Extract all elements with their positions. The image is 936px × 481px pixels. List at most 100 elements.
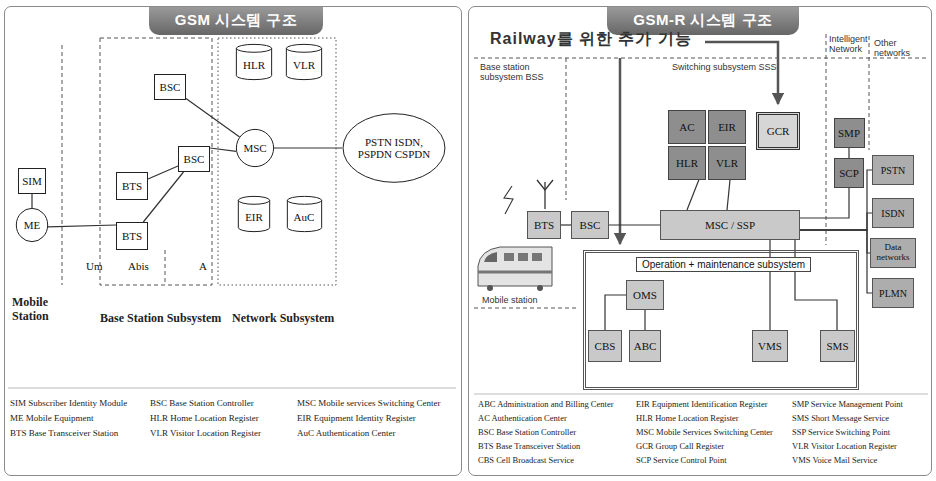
connector <box>800 213 872 230</box>
connector <box>143 172 183 222</box>
label-slot: HLR Home Location Register <box>636 414 739 424</box>
abbreviation-text: VLR Visitor Location Register <box>792 442 897 452</box>
connector <box>800 188 849 218</box>
node-label: VMS <box>758 340 782 352</box>
equipment-box: OMS <box>626 280 664 310</box>
node-label: AuC <box>294 211 315 223</box>
equipment-box: SMS <box>820 330 855 362</box>
label-slot: MSC Mobile services Switching Center <box>297 398 441 408</box>
external-network-box: ISDN <box>872 198 914 228</box>
label-slot: Railway를 위한 추가 기능 <box>490 30 692 48</box>
node-label: GCR <box>767 125 790 137</box>
node-label: SCP <box>839 167 859 179</box>
node-label: EIR <box>245 211 263 223</box>
network-element: BTS <box>116 172 148 200</box>
label-slot: Um <box>86 260 103 273</box>
label-slot: Base Station Subsystem <box>100 312 221 326</box>
abbreviation-text: BTS Base Transceiver Station <box>478 442 580 452</box>
abbreviation-text: VLR Visitor Location Register <box>150 428 261 438</box>
node-label: OMS <box>633 289 657 301</box>
outline <box>343 114 445 183</box>
connector <box>644 310 645 330</box>
label-slot: ME Mobile Equipment <box>10 413 94 423</box>
abbreviation-text: ABC Administration and Billing Center <box>478 400 614 410</box>
nss-region <box>218 38 336 285</box>
abbreviation-text: AC Authentication Center <box>478 414 567 424</box>
abbreviation-text: MSC Mobile Services Switching Center <box>636 428 773 438</box>
node-label: SIM <box>22 175 42 187</box>
label-slot: BTS Base Transceiver Station <box>478 442 580 452</box>
label-slot: GCR Group Call Register <box>636 442 724 452</box>
network-element: VLR <box>286 44 322 80</box>
label-slot: Mobile station <box>482 295 538 305</box>
region-label: Base station subsystem BSS <box>480 62 554 83</box>
label-slot: SSP Service Switching Point <box>792 428 890 438</box>
abbreviation-text: SMP Service Management Point <box>792 400 903 410</box>
outline <box>286 48 321 52</box>
connector <box>727 180 730 210</box>
abbreviation-text: SMS Short Message Service <box>792 414 889 424</box>
connector <box>605 295 626 330</box>
label-slot: BTS Base Transceiver Station <box>10 428 118 438</box>
node-label: ABC <box>634 340 657 352</box>
equipment-box: ABC <box>629 330 661 362</box>
external-network-box: Data networks <box>870 238 916 268</box>
label-slot: EIR Equipment Identity Register <box>297 413 416 423</box>
abbreviation-text: CBS Cell Broadcast Service <box>478 456 574 466</box>
connector <box>769 240 770 330</box>
region-label: Other networks <box>874 38 928 59</box>
label-slot: Base station subsystem BSS <box>480 62 554 83</box>
connector <box>687 180 699 210</box>
abbreviation-text: HLR Home Location Register <box>150 413 259 423</box>
equipment-box: MSC / SSP <box>660 210 800 240</box>
node-label: BSC <box>580 219 601 231</box>
region-label: Um <box>86 260 103 273</box>
subsystem-title: Operation + maintenance subsystem <box>636 257 811 272</box>
abbreviation-text: SIM Subscriber Identity Module <box>10 398 127 408</box>
outline <box>238 196 269 231</box>
region-label: Switching subsystem SSS <box>672 62 777 72</box>
region-divider <box>869 36 870 150</box>
label-slot: VLR Visitor Location Register <box>792 442 897 452</box>
region-label: Network Subsystem <box>232 312 334 326</box>
label-slot: BSC Base Station Controller <box>150 398 254 408</box>
abbreviation-text: BSC Base Station Controller <box>478 428 576 438</box>
region-label: Mobile Station <box>12 296 62 324</box>
register-box: SCP <box>834 158 864 188</box>
node-label: PSTN <box>881 165 905 176</box>
network-element: AuC <box>287 196 322 232</box>
abbreviation-text: SSP Service Switching Point <box>792 428 890 438</box>
label-slot: A <box>199 260 207 273</box>
abbreviation-text: EIR Equipment Identity Register <box>297 413 416 423</box>
region-divider <box>474 308 578 309</box>
equipment-box: BTS <box>527 211 561 239</box>
separator <box>8 388 456 389</box>
outline <box>236 48 271 52</box>
label-slot: MSC Mobile Services Switching Center <box>636 428 773 438</box>
label-slot: Other networks <box>874 38 928 59</box>
network-element: EIR <box>238 196 270 232</box>
region-divider <box>165 250 166 285</box>
network-element: BSC <box>154 74 186 100</box>
outline <box>287 196 321 231</box>
register-box: AC <box>668 110 706 144</box>
connector <box>848 148 849 158</box>
node-label: Data networks <box>874 243 912 263</box>
outline <box>236 129 273 166</box>
bss-region <box>100 38 212 285</box>
node-label: ME <box>24 219 41 231</box>
abbreviation-text: BTS Base Transceiver Station <box>10 428 118 438</box>
label-slot: CBS Cell Broadcast Service <box>478 456 574 466</box>
node-label: SMS <box>826 340 848 352</box>
node-label: MSC <box>243 142 266 154</box>
node-label: PSTN ISDN, PSPDN CSPDN <box>357 136 431 160</box>
node-label: VLR <box>293 59 315 71</box>
node-label: ISDN <box>881 208 904 219</box>
label-slot: SCP Service Control Point <box>636 456 727 466</box>
connector <box>148 166 178 179</box>
label-slot: Intelligent Network <box>829 34 869 55</box>
connector <box>31 194 32 208</box>
abbreviation-text: ME Mobile Equipment <box>10 413 94 423</box>
node-label: HLR <box>243 59 265 71</box>
callout-arrow <box>705 42 778 104</box>
